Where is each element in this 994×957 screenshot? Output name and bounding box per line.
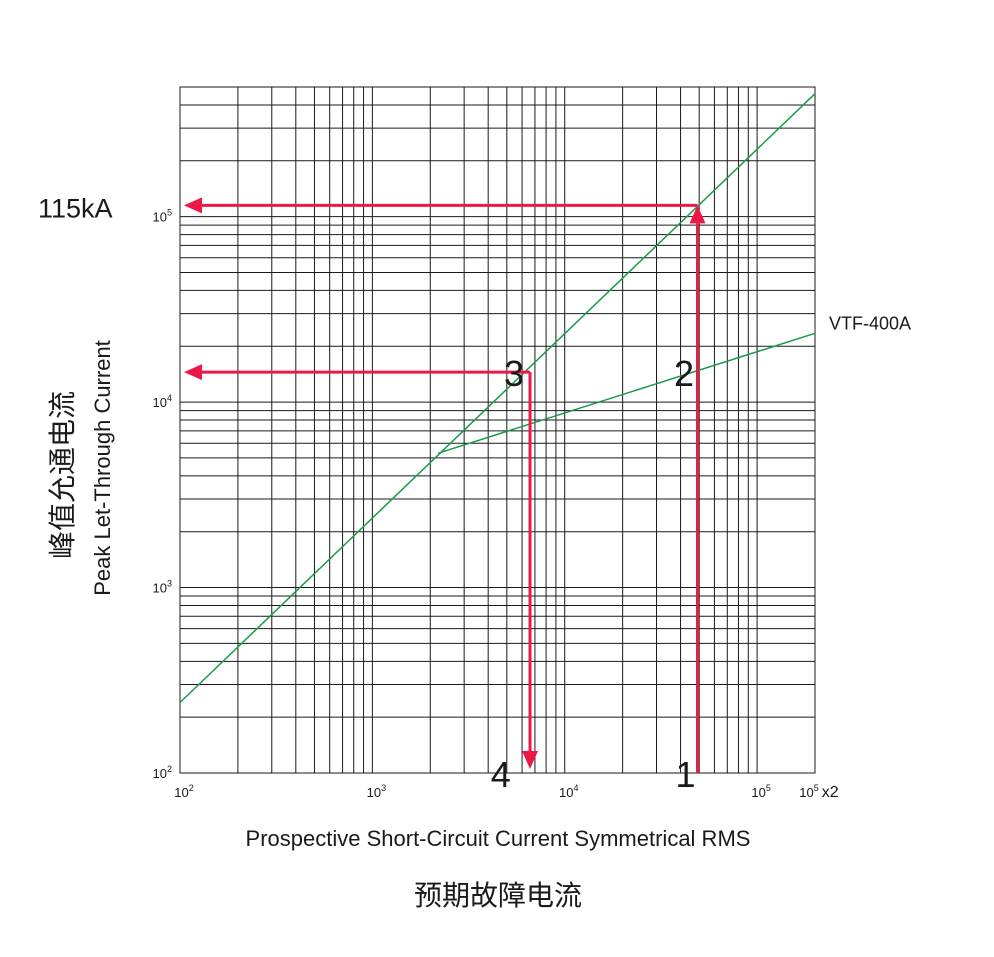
series-line-2 [437,332,816,454]
plot-frame [179,86,816,774]
step-label-4: 4 [491,754,511,795]
y-axis-label-cn: 峰值允通电流 [47,391,78,559]
arrow-head-4 [522,751,539,769]
arrow-head-2 [184,197,202,214]
x-tick-label: 104 [559,783,578,800]
arrow-layer [184,197,706,773]
value-label-115ka: 115kA [38,193,113,223]
step-label-3: 3 [504,353,524,394]
arrow-head-3 [184,364,202,381]
x-axis-label-cn: 预期故障电流 [414,880,582,911]
y-tick-label: 102 [153,764,172,781]
step-label-1: 1 [675,754,695,795]
y-axis-label: Peak Let-Through Current [90,340,115,596]
x-tick-label: 105 [751,783,770,800]
series-layer [179,93,816,704]
y-tick-label: 103 [153,579,172,596]
y-tick-label: 104 [153,393,172,410]
arrow-head-1 [689,205,706,224]
y-tick-label: 105 [153,208,172,225]
x-tick-label: 102 [174,783,193,800]
step-label-2: 2 [674,353,694,394]
grid-lines [180,87,815,773]
series-label-vtf-400a: VTF-400A [829,313,911,333]
x-tick-label: 103 [367,783,386,800]
x-axis-label: Prospective Short-Circuit Current Symmet… [246,826,751,851]
series-line-1 [179,93,816,704]
